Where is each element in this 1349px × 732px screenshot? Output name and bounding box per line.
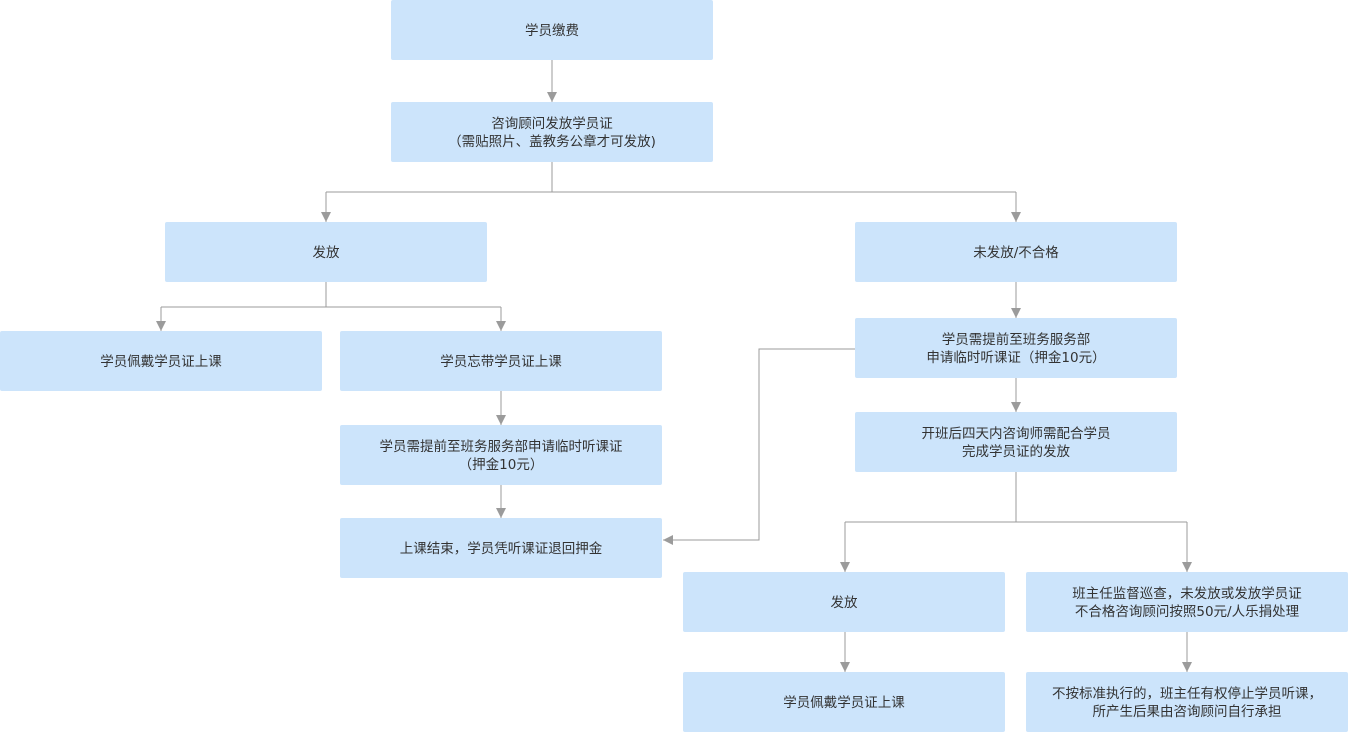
node-issue-card-line-1: 咨询顾问发放学员证	[491, 116, 613, 132]
node-supervise: 班主任监督巡查，未发放或发放学员证 不合格咨询顾问按照50元/人乐捐处理	[1026, 572, 1348, 632]
node-issued: 发放	[165, 222, 487, 282]
node-issue-card-line-2: （需贴照片、盖教务公章才可发放)	[448, 133, 656, 150]
node-apply-temp-left-line-2: （押金10元）	[459, 457, 544, 473]
node-not-issued: 未发放/不合格	[855, 222, 1177, 282]
node-supervise-line-2: 不合格咨询顾问按照50元/人乐捐处理	[1075, 604, 1300, 620]
node-apply-temp-left-line-1: 学员需提前至班务服务部申请临时听课证	[380, 438, 623, 455]
node-not-issued-line-1: 未发放/不合格	[973, 245, 1059, 261]
node-apply-temp-right: 学员需提前至班务服务部 申请临时听课证（押金10元）	[855, 318, 1177, 378]
node-four-days: 开班后四天内咨询师需配合学员 完成学员证的发放	[855, 412, 1177, 472]
node-issued-right-line-1: 发放	[831, 595, 859, 611]
node-payment-line-1: 学员缴费	[525, 23, 579, 39]
edge-apply-temp-to-refund-loop	[663, 348, 855, 545]
node-forgot-card: 学员忘带学员证上课	[340, 331, 662, 391]
node-refund: 上课结束，学员凭听课证退回押金	[340, 518, 662, 578]
node-apply-temp-left: 学员需提前至班务服务部申请临时听课证 （押金10元）	[340, 425, 662, 485]
node-refund-line-1: 上课结束，学员凭听课证退回押金	[400, 541, 603, 557]
node-stop-class: 不按标准执行的，班主任有权停止学员听课， 所产生后果由咨询顾问自行承担	[1026, 672, 1348, 732]
node-forgot-card-line-1: 学员忘带学员证上课	[440, 354, 562, 370]
node-four-days-line-2: 完成学员证的发放	[962, 444, 1070, 460]
connectors	[156, 60, 1192, 672]
node-stop-class-line-1: 不按标准执行的，班主任有权停止学员听课，	[1052, 685, 1322, 702]
node-apply-temp-right-line-1: 学员需提前至班务服务部	[942, 331, 1091, 348]
node-issue-card: 咨询顾问发放学员证 （需贴照片、盖教务公章才可发放)	[391, 102, 713, 162]
node-payment: 学员缴费	[391, 0, 713, 60]
node-issued-line-1: 发放	[313, 245, 340, 261]
node-wear-card-right: 学员佩戴学员证上课	[683, 672, 1005, 732]
node-wear-card-left-line-1: 学员佩戴学员证上课	[100, 354, 222, 370]
node-wear-card-left: 学员佩戴学员证上课	[0, 331, 322, 391]
node-supervise-line-1: 班主任监督巡查，未发放或发放学员证	[1072, 586, 1302, 602]
node-four-days-line-1: 开班后四天内咨询师需配合学员	[922, 426, 1111, 442]
node-wear-card-right-line-1: 学员佩戴学员证上课	[783, 695, 905, 711]
node-stop-class-line-2: 所产生后果由咨询顾问自行承担	[1093, 704, 1282, 720]
node-apply-temp-right-line-2: 申请临时听课证（押金10元）	[926, 350, 1105, 366]
node-issued-right: 发放	[683, 572, 1005, 632]
